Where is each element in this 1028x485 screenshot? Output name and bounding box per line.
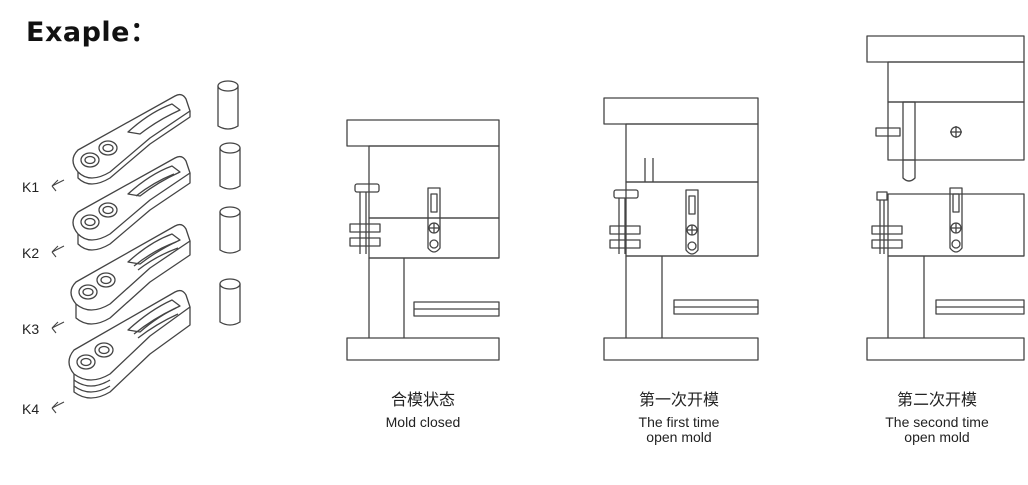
caption-en-line: open mold xyxy=(904,429,970,445)
caption-en-line: Mold closed xyxy=(385,414,461,430)
mold-first-open-drawing xyxy=(603,97,759,361)
arrow-k1-icon xyxy=(51,179,65,192)
arrow-k2-icon xyxy=(51,245,65,258)
caption-second-open: 第二次开模 The second time open mold xyxy=(847,392,1027,445)
caption-cn: 合模状态 xyxy=(390,390,455,409)
label-k4: K4 xyxy=(22,401,39,417)
latch-plate-k1 xyxy=(72,93,191,185)
label-k1: K1 xyxy=(22,179,39,195)
mold-second-open-drawing xyxy=(866,35,1025,361)
pins xyxy=(217,80,241,326)
caption-cn: 第一次开模 xyxy=(638,390,719,409)
caption-en-line: The second time xyxy=(885,414,989,430)
latch-plate-k3 xyxy=(70,223,191,325)
latch-plate-k4 xyxy=(68,289,191,399)
arrow-k4-icon xyxy=(51,401,65,414)
latch-plates: K1 K2 K3 K4 xyxy=(22,93,191,417)
pin-1 xyxy=(217,80,239,130)
label-k3: K3 xyxy=(22,321,39,337)
mold-closed-drawing xyxy=(346,119,500,361)
caption-mold-closed: 合模状态 Mold closed xyxy=(333,392,513,430)
pin-2 xyxy=(219,142,241,190)
pin-3 xyxy=(219,206,241,254)
pin-4 xyxy=(219,278,241,326)
label-k2: K2 xyxy=(22,245,39,261)
page-title: Exaple： xyxy=(26,17,158,48)
caption-en-line: open mold xyxy=(646,429,712,445)
caption-first-open: 第一次开模 The first time open mold xyxy=(589,392,769,445)
arrow-k3-icon xyxy=(51,321,65,334)
latch-plate-k2 xyxy=(72,155,191,251)
caption-cn: 第二次开模 xyxy=(896,390,977,409)
caption-en-line: The first time xyxy=(638,414,720,430)
